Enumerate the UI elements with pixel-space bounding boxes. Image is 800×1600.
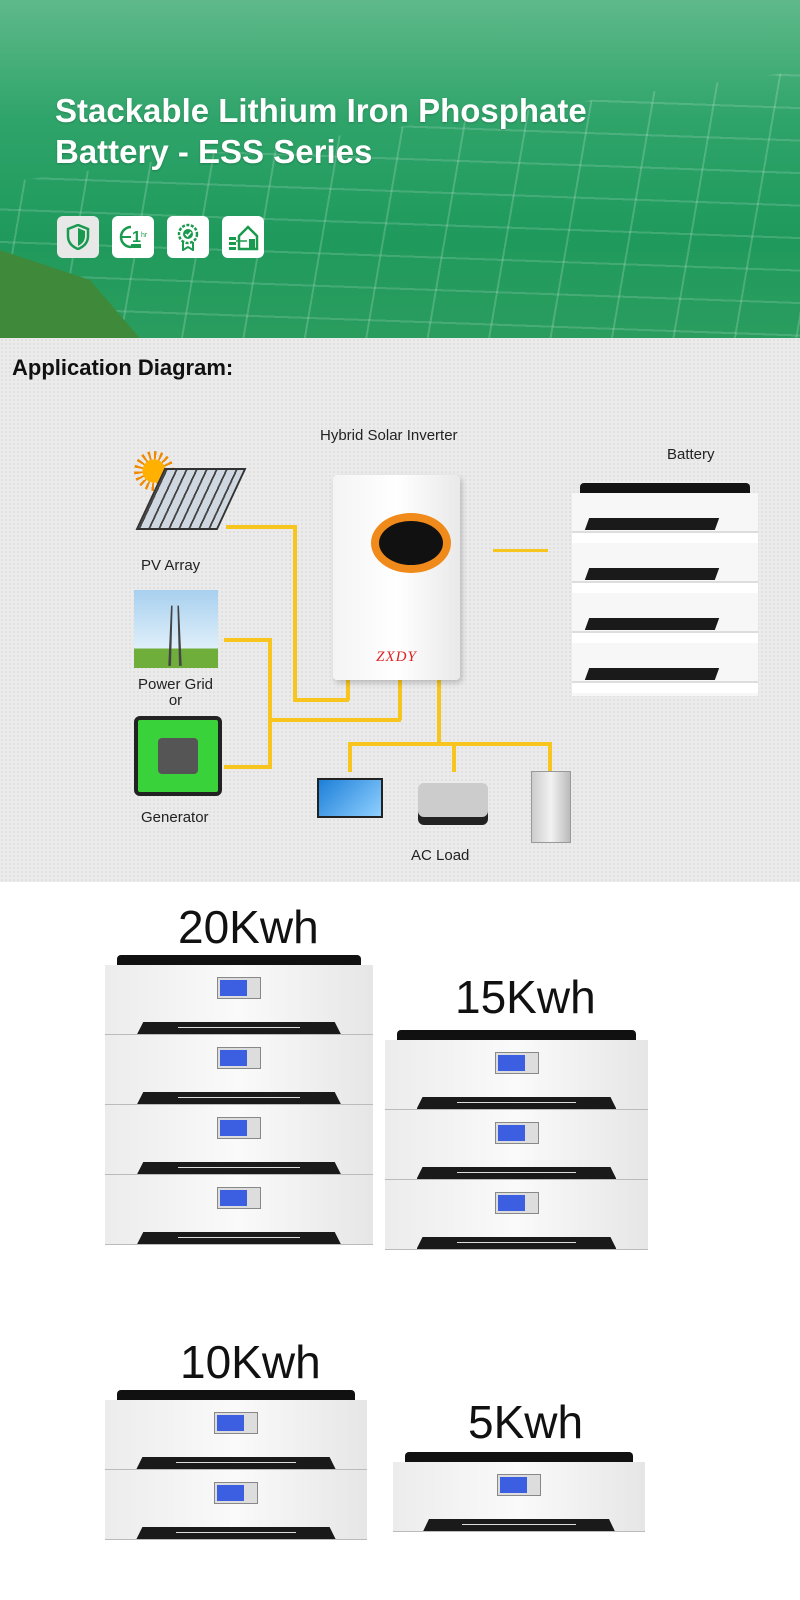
lcd-display	[217, 977, 261, 999]
grid-line	[224, 638, 272, 642]
battery-line	[493, 549, 548, 552]
battery-stack-diagram	[572, 483, 758, 696]
lcd-display	[214, 1412, 258, 1434]
handle-slot	[137, 1092, 341, 1104]
load-line	[348, 742, 552, 746]
battery-module	[105, 1400, 367, 1470]
hybrid-inverter: ZXDY	[333, 475, 460, 680]
lcd-display	[214, 1482, 258, 1504]
ac-load-label: AC Load	[411, 847, 470, 864]
generator-icon	[134, 716, 222, 796]
inverter-brand: ZXDY	[376, 649, 417, 665]
load-line	[348, 742, 352, 772]
battery-module	[385, 1040, 648, 1110]
battery-stack-20kwh	[105, 955, 373, 1245]
pv-array-label: PV Array	[141, 557, 201, 574]
pv-line	[293, 698, 349, 702]
solar-panel-background	[0, 42, 800, 338]
grid-line	[268, 718, 401, 722]
load-line	[548, 742, 552, 772]
battery-slot	[584, 518, 720, 530]
lcd-display	[494, 1052, 539, 1074]
capacity-label-20kwh: 20Kwh	[178, 901, 319, 953]
handle-slot	[136, 1527, 336, 1539]
lcd-display	[494, 1192, 539, 1214]
battery-module	[385, 1180, 648, 1250]
handle-slot	[416, 1167, 617, 1179]
capacity-label-5kwh: 5Kwh	[468, 1396, 584, 1448]
capacity-label-15kwh: 15Kwh	[455, 971, 596, 1023]
battery-slot	[584, 568, 720, 580]
shield-icon	[57, 216, 99, 258]
title-line-2: Battery - ESS Series	[55, 133, 373, 170]
battery-slot	[584, 618, 720, 630]
battery-stack-15kwh	[385, 1030, 648, 1250]
grid-text: Power Grid	[138, 676, 214, 693]
inverter-label: Hybrid Solar Inverter	[320, 427, 458, 444]
battery-module	[105, 1105, 373, 1175]
handle-slot	[137, 1232, 341, 1244]
battery-module	[385, 1110, 648, 1180]
battery-cap	[580, 483, 750, 493]
load-line	[437, 680, 441, 742]
battery-stack-5kwh	[393, 1452, 645, 1532]
svg-text:hr: hr	[141, 232, 148, 239]
svg-text:1: 1	[132, 229, 141, 246]
lcd-display	[217, 1187, 261, 1209]
load-line	[452, 742, 456, 772]
diagram-heading: Application Diagram:	[12, 355, 234, 380]
pv-line	[293, 525, 297, 701]
refrigerator-icon	[531, 771, 571, 843]
generator-label: Generator	[141, 809, 209, 826]
pv-line	[346, 680, 350, 700]
lcd-display	[497, 1474, 541, 1496]
induction-cooker-icon	[418, 783, 488, 825]
handle-slot	[416, 1097, 617, 1109]
lcd-display	[217, 1047, 261, 1069]
home-energy-storage-icon	[222, 216, 264, 258]
battery-module	[105, 1175, 373, 1245]
capacity-label-10kwh: 10Kwh	[180, 1336, 321, 1388]
battery-top-cap	[397, 1030, 636, 1040]
battery-module	[105, 1035, 373, 1105]
title-line-1: Stackable Lithium Iron Phosphate	[55, 92, 587, 129]
handle-slot	[137, 1162, 341, 1174]
battery-module	[105, 1470, 367, 1540]
or-text: or	[168, 692, 183, 709]
battery-module	[393, 1462, 645, 1532]
power-grid-icon	[134, 590, 218, 668]
handle-slot	[416, 1237, 617, 1249]
certified-badge-icon	[167, 216, 209, 258]
battery-top-cap	[117, 1390, 355, 1400]
grid-line	[398, 680, 402, 720]
handle-slot	[423, 1519, 615, 1531]
battery-label: Battery	[667, 446, 715, 463]
grid-line	[268, 638, 272, 769]
handle-slot	[137, 1022, 341, 1034]
lcd-display	[217, 1117, 261, 1139]
battery-top-cap	[405, 1452, 633, 1462]
application-diagram: Application Diagram: Hybrid Solar Invert…	[0, 338, 800, 882]
battery-top-cap	[117, 955, 361, 965]
generator-line	[224, 765, 272, 769]
battery-stack-10kwh	[105, 1390, 367, 1540]
battery-slot	[584, 668, 720, 680]
battery-module	[105, 965, 373, 1035]
tv-icon	[317, 778, 383, 818]
pv-line	[226, 525, 296, 529]
handle-slot	[136, 1457, 336, 1469]
lcd-display	[494, 1122, 539, 1144]
